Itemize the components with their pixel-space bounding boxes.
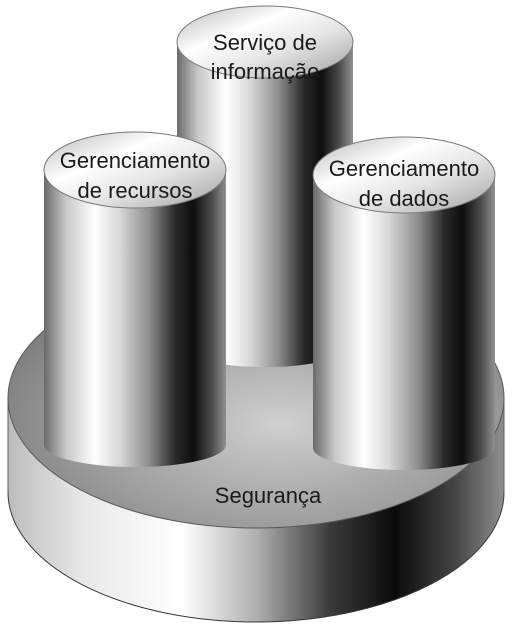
pillar-label-line2: de dados [359,186,450,211]
pillar-cap [312,136,496,214]
pillar-label-line2: informação [211,59,320,84]
pillar-body [44,170,226,467]
base-side [8,398,504,622]
pillar-label-line2: de recursos [78,178,193,203]
pillar-cap [43,131,227,209]
base-bottom-outline [7,491,505,623]
pillar-resource-management: Gerenciamento de recursos [43,131,227,467]
pillar-label-line1: Serviço de [213,30,317,55]
pillar-data-management: Gerenciamento de dados [312,136,496,470]
pillar-body [313,175,495,470]
base-label: Segurança [215,483,322,508]
pillar-cap [176,5,354,79]
pillar-label-line1: Gerenciamento [329,156,479,181]
pillar-label-line1: Gerenciamento [60,148,210,173]
